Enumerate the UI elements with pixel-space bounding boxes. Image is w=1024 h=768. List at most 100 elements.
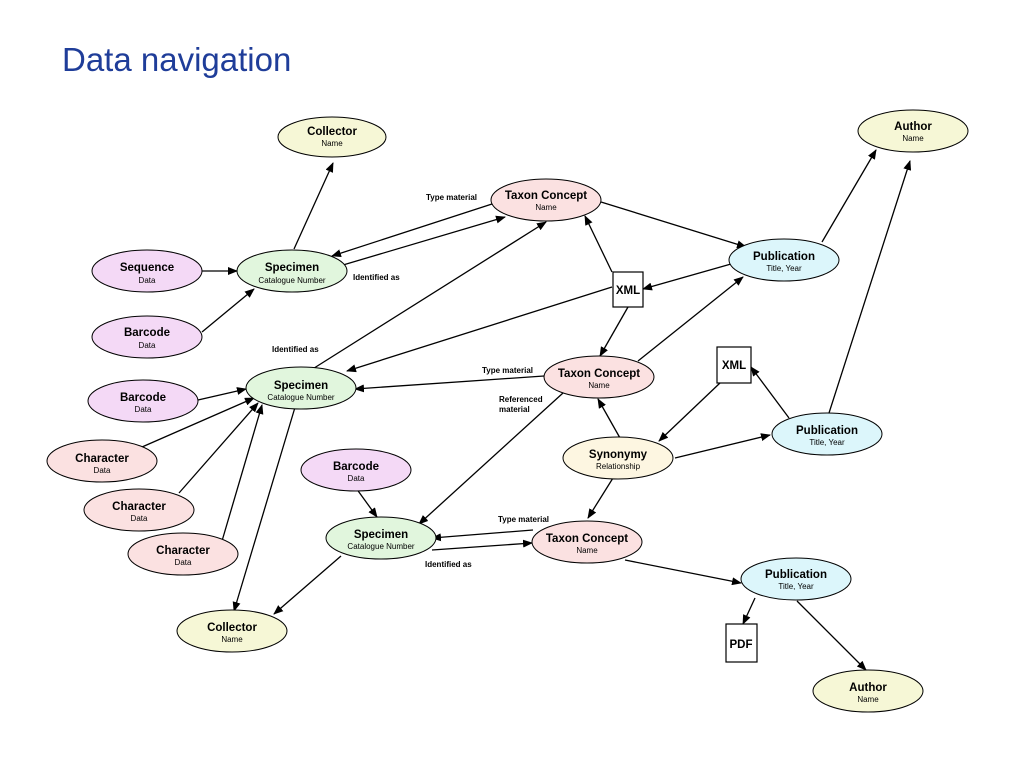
- node-title: Author: [894, 121, 932, 133]
- node-title: Character: [156, 545, 210, 557]
- node-subtitle: Relationship: [596, 462, 641, 471]
- node-subtitle: Name: [221, 635, 243, 644]
- edge-label-identified-as: Identified as: [425, 560, 472, 569]
- node-subtitle: Name: [857, 695, 879, 704]
- publication-node: Publication Title, Year: [728, 238, 840, 282]
- node-title: Collector: [207, 622, 257, 634]
- barcode-node: Barcode Data: [87, 379, 199, 423]
- collector-node: Collector Name: [277, 116, 387, 158]
- edge-synonymy-publication2: [674, 433, 771, 459]
- specimen-node: Specimen Catalogue Number: [236, 249, 348, 293]
- edge-specimen1-collector1: [293, 162, 334, 250]
- edge-character1-specimen2: [141, 397, 255, 448]
- edge-taxon1-specimen1: [331, 203, 493, 258]
- edge-publication1-xml1: [642, 263, 732, 291]
- node-title: Barcode: [124, 327, 170, 339]
- specimen-node-shape: [236, 249, 348, 293]
- node-title: Publication: [765, 569, 827, 581]
- edge-label-type-material: Type material: [426, 193, 477, 202]
- edge-taxon2-specimen2: [354, 375, 545, 393]
- xml-document-icon: XML: [612, 271, 644, 308]
- publication-node: Publication Title, Year: [740, 557, 852, 601]
- barcode-node: Barcode Data: [300, 448, 412, 492]
- node-subtitle: Catalogue Number: [267, 393, 334, 402]
- node-title: Synonymy: [589, 449, 648, 461]
- node-title: Taxon Concept: [558, 368, 640, 380]
- edge-barcode1-specimen1: [201, 288, 255, 333]
- edge-label-type-material: Type material: [498, 515, 549, 524]
- edge-character3-specimen2: [221, 404, 264, 542]
- character-node: Character Data: [83, 488, 195, 532]
- author-node-shape: [857, 109, 969, 153]
- node-title: Barcode: [333, 461, 379, 473]
- node-title: Collector: [307, 126, 357, 138]
- node-title: Specimen: [265, 262, 319, 274]
- author-node: Author Name: [812, 669, 924, 713]
- taxon-concept-node: Taxon Concept Name: [490, 178, 602, 222]
- character-node-shape: [46, 439, 158, 483]
- publication-node-shape: [740, 557, 852, 601]
- node-subtitle: Name: [576, 546, 598, 555]
- node-subtitle: Catalogue Number: [258, 276, 325, 285]
- xml-document-box: [612, 271, 644, 308]
- node-subtitle: Data: [135, 405, 152, 414]
- edge-xml2-synonymy: [658, 382, 721, 442]
- node-title: Specimen: [354, 529, 408, 541]
- edge-barcode2-specimen2: [197, 387, 247, 401]
- character-node-shape: [83, 488, 195, 532]
- edge-xml1-taxon2: [599, 306, 629, 357]
- barcode-node-shape: [87, 379, 199, 423]
- edge-publication3-pdf: [742, 597, 756, 625]
- edge-specimen3-taxon3: [431, 539, 533, 551]
- edge-specimen2-collector2: [232, 403, 297, 612]
- pdf-document-box: [725, 623, 758, 663]
- edge-label-referenced-material: Referenced: [499, 395, 543, 404]
- edge-synonymy-taxon3: [587, 477, 614, 519]
- edge-publication2-author1: [828, 160, 912, 414]
- edge-taxon3-publication3: [624, 559, 742, 586]
- collector-node-shape: [277, 116, 387, 158]
- sequence-node-shape: [91, 249, 203, 293]
- node-title: Author: [849, 682, 887, 694]
- node-title: Specimen: [274, 380, 328, 392]
- edge-taxon2-publication1: [637, 276, 744, 362]
- edge-label-type-material: Type material: [482, 366, 533, 375]
- synonymy-node-shape: [562, 436, 674, 480]
- node-subtitle: Data: [131, 514, 148, 523]
- collector-node: Collector Name: [176, 609, 288, 653]
- xml-document-label: XML: [722, 360, 746, 372]
- node-subtitle: Name: [902, 134, 924, 143]
- edge-specimen1-taxon1: [342, 215, 506, 266]
- specimen-node: Specimen Catalogue Number: [325, 516, 437, 560]
- character-node: Character Data: [46, 439, 158, 483]
- node-subtitle: Title, Year: [809, 438, 845, 447]
- node-title: Character: [112, 501, 166, 513]
- taxon-concept-node: Taxon Concept Name: [531, 520, 643, 564]
- sequence-node: Sequence Data: [91, 249, 203, 293]
- collector-node-shape: [176, 609, 288, 653]
- edge-xml1-taxon1: [584, 215, 613, 273]
- edge-character2-specimen2: [178, 402, 259, 494]
- barcode-node-shape: [300, 448, 412, 492]
- edges: [141, 149, 912, 671]
- character-node: Character Data: [127, 532, 239, 576]
- pdf-document-icon: PDF: [725, 623, 758, 663]
- node-title: Barcode: [120, 392, 166, 404]
- edge-xml1-specimen2: [346, 286, 613, 373]
- edge-synonymy-taxon2: [597, 398, 621, 439]
- node-title: Taxon Concept: [505, 190, 587, 202]
- barcode-node: Barcode Data: [91, 315, 203, 359]
- edge-barcode3-specimen3: [355, 487, 378, 518]
- node-subtitle: Title, Year: [778, 582, 814, 591]
- barcode-node-shape: [91, 315, 203, 359]
- taxon-concept-node-shape: [543, 355, 655, 399]
- synonymy-node: Synonymy Relationship: [562, 436, 674, 480]
- edge-label-referenced-material: material: [499, 405, 530, 414]
- xml-document-icon: XML: [716, 346, 752, 384]
- edge-specimen3-collector2: [273, 555, 342, 615]
- edge-label-identified-as: Identified as: [353, 273, 400, 282]
- xml-document-box: [716, 346, 752, 384]
- edge-taxon2-specimen3: [418, 392, 564, 525]
- xml-document-label: XML: [616, 285, 640, 297]
